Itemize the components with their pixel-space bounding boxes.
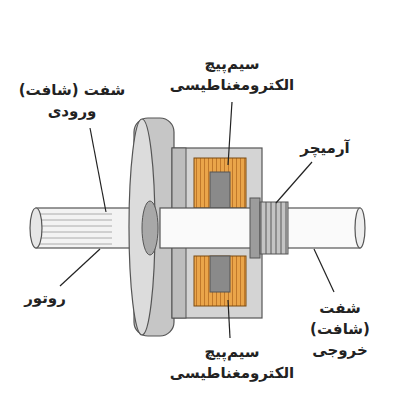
leader-lines (60, 102, 334, 338)
part-label: شفت (شافت) خروجی (290, 298, 390, 361)
armature (250, 198, 288, 258)
part-label: سیم‌پیچ الکترومغناطیسی (167, 54, 297, 96)
part-label: شفت (شافت) ورودی (17, 80, 127, 122)
part-label: آرمیچر (285, 138, 365, 159)
part-label: سیم‌پیچ الکترومغناطیسی (167, 342, 297, 384)
part-label: روتور (10, 288, 80, 309)
